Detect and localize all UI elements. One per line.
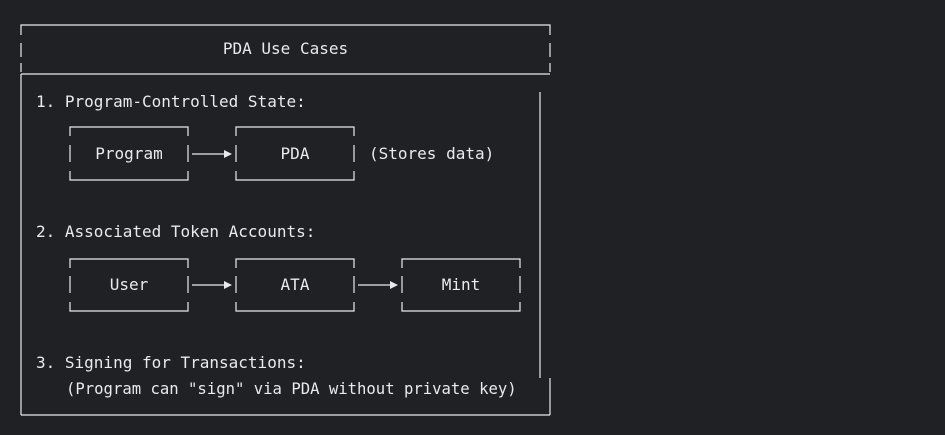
- arrow-ata-mint-head: [390, 281, 398, 289]
- section-3-heading: 3. Signing for Transactions:: [36, 353, 306, 372]
- box-ata: [235, 258, 355, 312]
- pda-note: (Stores data): [369, 144, 495, 163]
- box-label-pda: PDA: [280, 144, 310, 163]
- arrow-program-pda-head: [224, 150, 232, 158]
- box-label-ata: ATA: [280, 275, 310, 294]
- box-label-program: Program: [95, 144, 163, 163]
- body-right-border: [539, 92, 551, 415]
- box-pda: [235, 126, 355, 181]
- section-1-heading: 1. Program-Controlled State:: [36, 92, 306, 111]
- box-program: [69, 126, 189, 181]
- section-3-detail: (Program can "sign" via PDA without priv…: [66, 380, 517, 398]
- box-label-user: User: [109, 275, 149, 294]
- box-mint: [401, 258, 521, 312]
- section-2-heading: 2. Associated Token Accounts:: [36, 222, 316, 241]
- header-box: [20, 24, 551, 72]
- box-user: [69, 258, 189, 312]
- arrow-user-ata-head: [224, 281, 232, 289]
- box-label-mint: Mint: [441, 275, 481, 294]
- diagram-title: PDA Use Cases: [222, 39, 349, 58]
